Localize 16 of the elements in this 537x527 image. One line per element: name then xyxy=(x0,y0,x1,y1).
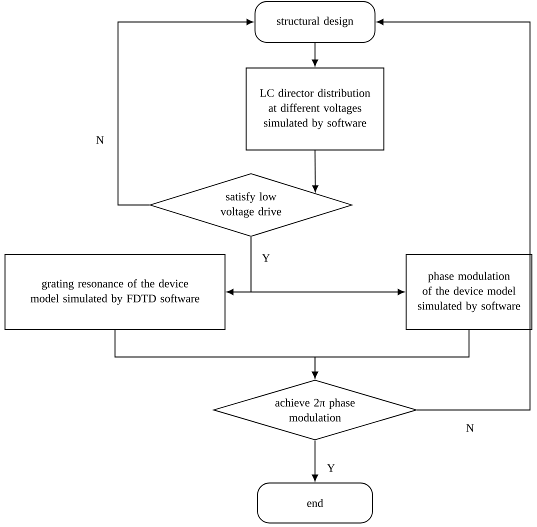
terminal-box: structural design xyxy=(254,1,376,43)
process-box: LC director distribution at different voltages simulated by software xyxy=(246,68,384,150)
terminal-box: end xyxy=(257,482,373,524)
process-box: grating resonance of the device model simulated by FDTD software xyxy=(4,254,226,330)
arrow xyxy=(118,18,254,206)
arrow xyxy=(250,236,405,296)
edge-label: Y xyxy=(260,252,272,264)
arrow xyxy=(312,42,318,66)
edge-label: N xyxy=(94,134,106,146)
arrow xyxy=(312,440,318,482)
arrow xyxy=(312,150,318,192)
edge-label: N xyxy=(464,422,476,434)
edge-label: Y xyxy=(325,462,337,474)
arrow xyxy=(376,18,530,410)
process-box: phase modulation of the device model simulated by software xyxy=(406,254,532,330)
arrow xyxy=(312,330,470,378)
